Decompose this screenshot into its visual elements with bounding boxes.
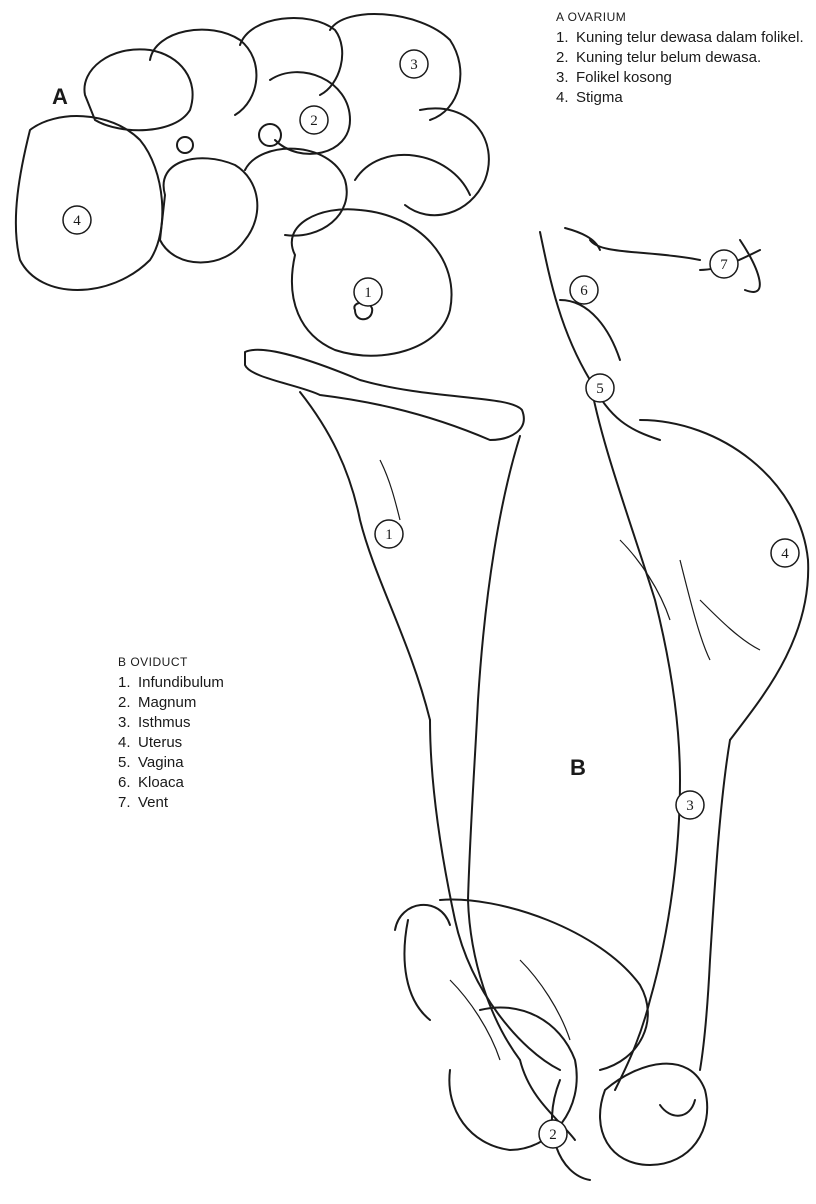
legend-item: 6.Kloaca bbox=[118, 773, 318, 793]
ovary-callout-3: 3 bbox=[410, 57, 418, 73]
oviduct-callout-3: 3 bbox=[686, 798, 694, 814]
legend-item: 3.Isthmus bbox=[118, 713, 318, 733]
legend-item: 3.Folikel kosong bbox=[556, 68, 806, 88]
section-a-letter: A bbox=[52, 84, 68, 110]
oviduct-callout-4: 4 bbox=[781, 546, 789, 562]
oviduct-legend-list: 1.Infundibulum 2.Magnum 3.Isthmus 4.Uter… bbox=[118, 673, 318, 813]
legend-item: 5.Vagina bbox=[118, 753, 318, 773]
legend-item: 7.Vent bbox=[118, 793, 318, 813]
ovary-callout-4: 4 bbox=[73, 213, 81, 229]
oviduct-callout-2: 2 bbox=[549, 1127, 557, 1143]
oviduct-callout-1: 1 bbox=[385, 527, 393, 543]
ovarium-legend: A OVARIUM 1.Kuning telur dewasa dalam fo… bbox=[556, 10, 806, 108]
oviduct-callout-7: 7 bbox=[720, 257, 728, 273]
ovary-callouts bbox=[63, 50, 428, 306]
legend-item: 2.Magnum bbox=[118, 693, 318, 713]
section-b-letter: B bbox=[570, 755, 586, 781]
legend-item: 2.Kuning telur belum dewasa. bbox=[556, 48, 806, 68]
oviduct-callout-5: 5 bbox=[596, 381, 604, 397]
ovarium-legend-heading: A OVARIUM bbox=[556, 10, 806, 24]
ovarium-legend-list: 1.Kuning telur dewasa dalam folikel. 2.K… bbox=[556, 28, 806, 108]
legend-item: 4.Uterus bbox=[118, 733, 318, 753]
oviduct-legend: B OVIDUCT 1.Infundibulum 2.Magnum 3.Isth… bbox=[118, 655, 318, 813]
oviduct-callout-6: 6 bbox=[580, 283, 588, 299]
ovary-callout-2: 2 bbox=[310, 113, 318, 129]
oviduct-legend-heading: B OVIDUCT bbox=[118, 655, 318, 669]
legend-item: 1.Infundibulum bbox=[118, 673, 318, 693]
oviduct-drawing bbox=[245, 228, 808, 1180]
ovary-callout-1: 1 bbox=[364, 285, 372, 301]
oviduct-callouts bbox=[375, 250, 799, 1148]
legend-item: 1.Kuning telur dewasa dalam folikel. bbox=[556, 28, 806, 48]
legend-item: 4.Stigma bbox=[556, 88, 806, 108]
